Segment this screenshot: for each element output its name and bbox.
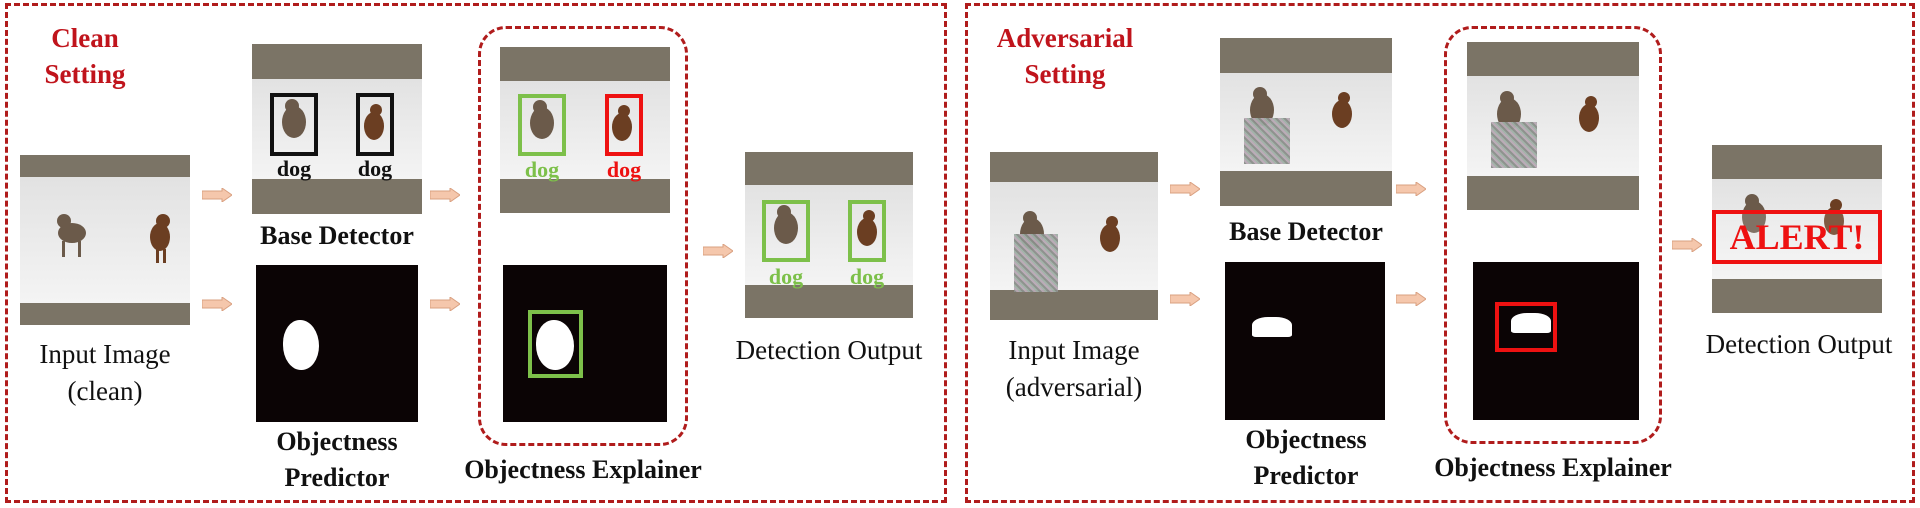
rejected-box (605, 94, 643, 156)
adversarial-setting-title: Adversarial Setting (975, 20, 1155, 92)
clean-input-caption-line2: (clean) (67, 376, 143, 406)
noise-patch-icon (1491, 122, 1537, 168)
box-label: dog (276, 156, 312, 181)
arrow-right-icon (202, 188, 232, 202)
adversarial-input-caption-line2: (adversarial) (1005, 372, 1143, 402)
adversarial-input-caption-line1: Input Image (1008, 335, 1140, 365)
arrow-right-icon (430, 188, 460, 202)
verified-box (518, 94, 566, 156)
arrow-right-icon (1672, 238, 1702, 252)
clean-detection-output-image: dog dog (745, 152, 913, 318)
clean-objectness-predictor-line2: Predictor (284, 463, 390, 492)
dog-icon (1742, 194, 1844, 235)
adversarial-base-detector-image (1220, 38, 1392, 206)
adversarial-objectness-predictor-line1: Objectness (1245, 425, 1367, 454)
rejected-box (1495, 302, 1557, 352)
adversarial-objectness-predictor-line2: Predictor (1253, 461, 1359, 490)
alert-badge: ALERT! (1712, 210, 1882, 264)
box-label: dog (849, 264, 885, 289)
mask-blob-icon (283, 320, 319, 370)
dog-icon (774, 205, 877, 246)
adversarial-objectness-explainer-frame (1444, 26, 1662, 444)
clean-base-detector-caption: Base Detector (260, 221, 414, 250)
clean-input-caption-line1: Input Image (39, 339, 171, 369)
adversarial-setting-panel (965, 3, 1915, 503)
adversarial-title-line2: Setting (1024, 59, 1106, 89)
clean-objectness-explainer-frame (478, 26, 688, 446)
clean-input-image (20, 155, 190, 325)
clean-setting-panel (5, 3, 947, 503)
noise-patch-icon (1244, 118, 1290, 164)
noise-patch-icon (1014, 234, 1058, 292)
adversarial-detection-output-caption: Detection Output (1705, 329, 1893, 359)
clean-title-line2: Setting (44, 59, 126, 89)
clean-explainer-detection-image: dog dog (500, 47, 670, 213)
adversarial-explainer-detection-image (1467, 42, 1639, 210)
clean-objectness-explainer-caption: Objectness Explainer (464, 455, 702, 484)
mask-blob-icon (1252, 317, 1292, 337)
arrow-right-icon (202, 297, 232, 311)
arrow-right-icon (1170, 292, 1200, 306)
clean-explainer-objectness-map (503, 265, 667, 422)
clean-objectness-predictor-caption: Objectness Predictor (240, 424, 434, 496)
clean-title-line1: Clean (51, 23, 119, 53)
adversarial-objectness-explainer-caption: Objectness Explainer (1434, 453, 1672, 482)
dog-icon (57, 214, 170, 263)
detection-box (270, 93, 318, 156)
dog-icon (282, 99, 384, 140)
clean-base-detector-image: dog dog (252, 44, 422, 214)
box-label: dog (606, 157, 642, 182)
clean-objectness-map (256, 265, 418, 422)
verified-box (848, 200, 886, 262)
mask-blob-icon (536, 320, 574, 370)
adversarial-input-caption: Input Image (adversarial) (970, 332, 1178, 406)
adversarial-title-line1: Adversarial (996, 23, 1134, 53)
box-label: dog (524, 157, 560, 182)
box-label: dog (768, 264, 804, 289)
arrow-right-icon (1396, 292, 1426, 306)
arrow-right-icon (430, 297, 460, 311)
adversarial-input-image (990, 152, 1158, 320)
arrow-right-icon (703, 244, 733, 258)
clean-input-caption: Input Image (clean) (15, 336, 195, 410)
arrow-right-icon (1396, 182, 1426, 196)
clean-objectness-predictor-line1: Objectness (276, 427, 398, 456)
clean-setting-title: Clean Setting (30, 20, 140, 92)
adversarial-objectness-predictor-caption: Objectness Predictor (1208, 422, 1404, 494)
adversarial-base-detector-caption: Base Detector (1229, 217, 1383, 246)
verified-box (762, 200, 810, 262)
box-label: dog (357, 156, 393, 181)
arrow-right-icon (1170, 182, 1200, 196)
detection-box (356, 93, 394, 156)
adversarial-explainer-objectness-map (1473, 262, 1639, 420)
mask-blob-icon (1511, 313, 1551, 333)
clean-detection-output-caption: Detection Output (735, 335, 923, 365)
dog-icon (530, 100, 632, 141)
adversarial-objectness-map (1225, 262, 1385, 420)
verified-box (528, 310, 583, 378)
